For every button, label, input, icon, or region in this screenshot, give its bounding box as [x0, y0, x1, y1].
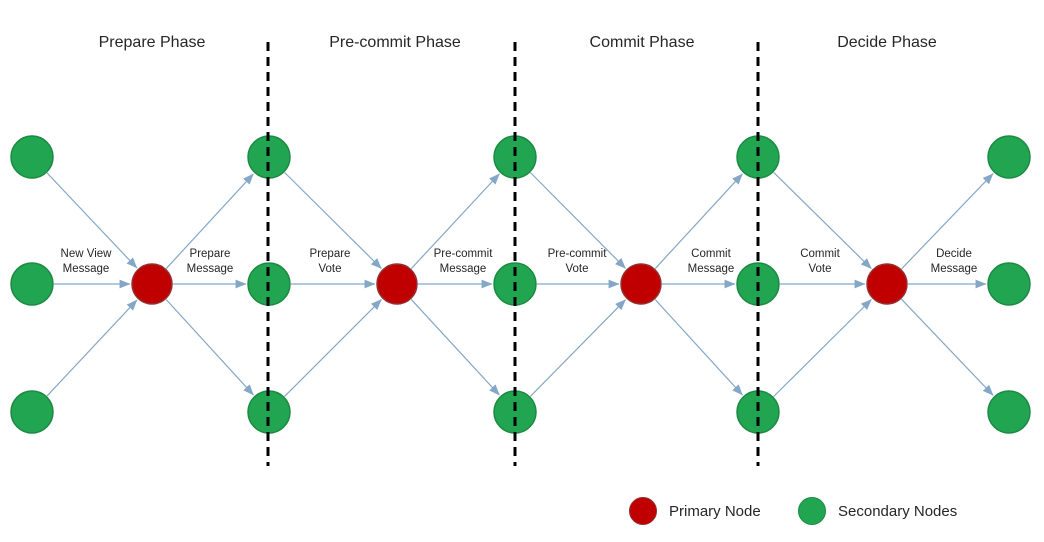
secondary-node	[987, 390, 1031, 434]
message-arrow	[46, 172, 138, 269]
message-arrow	[165, 173, 254, 269]
message-arrow	[654, 299, 743, 396]
secondary-node	[493, 390, 537, 434]
message-arrow	[284, 299, 382, 397]
secondary-node	[247, 390, 291, 434]
primary-node	[866, 263, 908, 305]
message-arrow	[901, 298, 994, 396]
phase-title: Pre-commit Phase	[329, 34, 461, 51]
edge-label: Prepare Message	[186, 248, 234, 275]
edge-label: Commit Message	[687, 248, 735, 275]
secondary-node	[736, 390, 780, 434]
edge-label: Pre-commit Vote	[547, 248, 607, 275]
secondary-node	[10, 390, 54, 434]
edge-label: Prepare Vote	[309, 248, 351, 275]
secondary-node	[987, 262, 1031, 306]
message-arrow	[773, 299, 872, 397]
edge-label: Decide Message	[930, 248, 978, 275]
primary-node	[620, 263, 662, 305]
message-arrow	[46, 299, 138, 397]
secondary-node-swatch-icon	[798, 497, 826, 525]
secondary-node	[10, 135, 54, 179]
message-arrow	[410, 173, 500, 270]
legend-label-primary: Primary Node	[669, 502, 761, 520]
primary-node	[376, 263, 418, 305]
secondary-node	[736, 135, 780, 179]
phase-title: Commit Phase	[589, 34, 695, 51]
secondary-node	[493, 135, 537, 179]
message-arrow	[654, 173, 743, 269]
secondary-node	[247, 135, 291, 179]
legend-item-primary: Primary Node	[629, 497, 761, 525]
message-arrow	[901, 173, 994, 270]
message-arrow	[165, 299, 254, 396]
edge-label: New View Message	[60, 248, 112, 275]
message-arrow	[530, 172, 626, 269]
primary-node	[131, 263, 173, 305]
message-arrow	[284, 172, 382, 269]
legend-label-secondary: Secondary Nodes	[838, 502, 958, 520]
edge-label: Commit Vote	[800, 248, 840, 275]
primary-node-swatch-icon	[629, 497, 657, 525]
phase-title: Decide Phase	[837, 34, 937, 51]
edge-label: Pre-commit Message	[433, 248, 493, 275]
phase-title: Prepare Phase	[98, 34, 206, 51]
message-arrow	[530, 299, 626, 397]
message-arrow	[773, 172, 872, 269]
secondary-node	[10, 262, 54, 306]
secondary-node	[987, 135, 1031, 179]
legend-item-secondary: Secondary Nodes	[798, 497, 957, 525]
message-arrow	[410, 299, 500, 396]
